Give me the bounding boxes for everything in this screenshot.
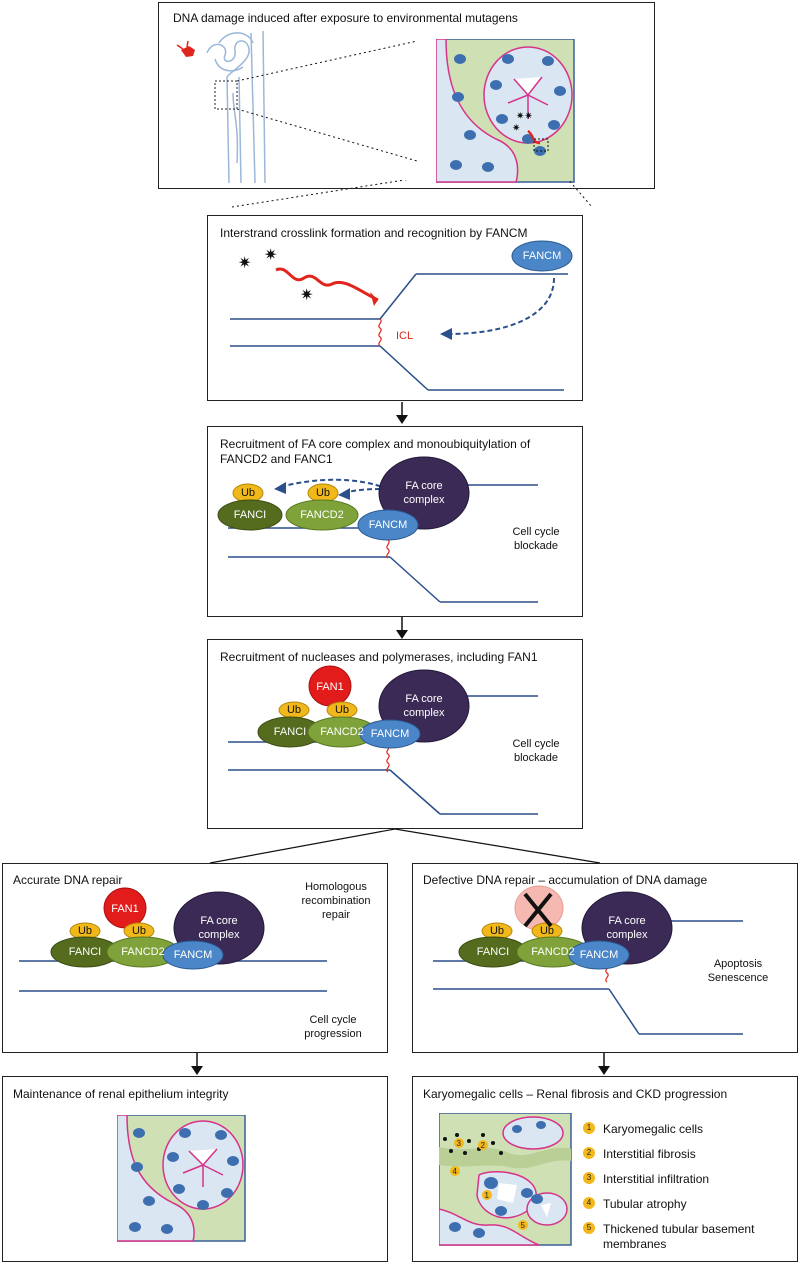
zoom-connector (231, 180, 593, 208)
legend-item-continued: membranes (603, 1237, 667, 1251)
svg-text:1: 1 (485, 1191, 490, 1200)
svg-text:2: 2 (481, 1141, 486, 1150)
fancd2-protein: FANCD2 (531, 946, 575, 958)
apoptosis-label: Apoptosis (713, 958, 763, 970)
panel-title-line1: Recruitment of FA core complex and monou… (220, 437, 531, 451)
hr-label-1: Homologous (305, 881, 367, 893)
cross-mark-icon (523, 892, 553, 928)
svg-text:4: 4 (453, 1167, 458, 1176)
cell-cycle-label: Cell cycle (512, 738, 560, 750)
panel-title-line2: FANCD2 and FANC1 (220, 452, 333, 466)
fan1-protein: FAN1 (316, 681, 344, 693)
svg-text:5: 5 (521, 1221, 526, 1230)
panel-title: DNA damage induced after exposure to env… (173, 11, 518, 25)
ub-label: Ub (131, 925, 147, 937)
panel-title: Recruitment of nucleases and polymerases… (220, 650, 538, 664)
icl-diagram: ✷ ✷ ✷ (230, 240, 573, 391)
fan1-protein: FAN1 (111, 903, 139, 915)
ub-label: Ub (489, 925, 505, 937)
hr-label-2: recombination (301, 895, 371, 907)
svg-text:✷: ✷ (300, 287, 313, 304)
fa-core-diagram-1 (217, 456, 538, 603)
svg-text:✷: ✷ (264, 247, 277, 264)
svg-text:✷: ✷ (512, 123, 520, 134)
icl-label: ICL (396, 330, 414, 342)
tubule-inset: ✷✷✷ (436, 39, 575, 183)
fa-core-label-1: FA core (405, 693, 443, 705)
fa-core-label-2: complex (606, 929, 648, 941)
panel-renal-fibrosis: Karyomegalic cells – Renal fibrosis and … (412, 1076, 798, 1262)
svg-text:✷: ✷ (238, 255, 251, 272)
arrow-1 (396, 402, 408, 424)
panel-accurate-repair: Accurate DNA repair FAN1 Ub Ub FANCI FAN… (2, 863, 388, 1053)
ub-label: Ub (240, 487, 256, 499)
fa-core-label-1: FA core (405, 480, 443, 492)
panel-title: Interstrand crosslink formation and reco… (220, 226, 528, 240)
fancd2-protein: FANCD2 (300, 509, 344, 521)
panel-icl-formation: Interstrand crosslink formation and reco… (207, 215, 583, 401)
panel-nuclease-recruitment: Recruitment of nucleases and polymerases… (207, 639, 583, 829)
progression-label: progression (304, 1028, 362, 1040)
arrow-2 (396, 617, 408, 639)
fancd2-protein: FANCD2 (320, 726, 364, 738)
panel-defective-repair: Defective DNA repair – accumulation of D… (412, 863, 798, 1053)
svg-text:3: 3 (457, 1139, 462, 1148)
fancm-protein: FANCM (368, 519, 408, 531)
fa-core-diagram-2 (228, 665, 538, 815)
branch-lines (209, 829, 601, 864)
panel-title: Defective DNA repair – accumulation of D… (423, 873, 708, 887)
senescence-label: Senescence (707, 972, 769, 984)
hr-label-3: repair (321, 909, 351, 921)
fibrotic-tubule-inset: 3 2 4 1 5 (439, 1113, 572, 1246)
fancm-protein: FANCM (522, 250, 562, 262)
healthy-tubule-inset (117, 1115, 246, 1242)
ub-label: Ub (77, 925, 93, 937)
ub-label: Ub (334, 704, 350, 716)
fanci-protein: FANCI (68, 946, 102, 958)
svg-text:✷✷: ✷✷ (516, 111, 533, 122)
arrow-left (191, 1053, 203, 1075)
fanci-protein: FANCI (273, 726, 307, 738)
fancd2-protein: FANCD2 (121, 946, 165, 958)
repair-diagram-accurate (19, 887, 327, 992)
blockade-label: blockade (513, 540, 559, 552)
fa-core-label-2: complex (403, 707, 445, 719)
ub-label: Ub (539, 925, 555, 937)
fancm-protein: FANCM (370, 728, 410, 740)
ub-label: Ub (315, 487, 331, 499)
toxin-icon (176, 40, 195, 57)
kidney-nephron-sketch (176, 30, 418, 184)
panel-title: Maintenance of renal epithelium integrit… (13, 1087, 229, 1101)
arrow-right (598, 1053, 610, 1075)
panel-fa-core-recruitment: Recruitment of FA core complex and monou… (207, 426, 583, 617)
fanci-protein: FANCI (476, 946, 510, 958)
fa-core-label-2: complex (198, 929, 240, 941)
panel-renal-integrity: Maintenance of renal epithelium integrit… (2, 1076, 388, 1262)
fanci-protein: FANCI (233, 509, 267, 521)
cell-cycle-label: Cell cycle (309, 1014, 357, 1026)
panel-mutagen-exposure: DNA damage induced after exposure to env… (158, 2, 655, 189)
fa-core-label-2: complex (403, 494, 445, 506)
panel-title: Accurate DNA repair (13, 873, 123, 887)
panel-title: Karyomegalic cells – Renal fibrosis and … (423, 1087, 728, 1101)
fa-core-label-1: FA core (200, 915, 238, 927)
blockade-label: blockade (513, 752, 559, 764)
fancm-protein: FANCM (579, 949, 619, 961)
repair-diagram-defective (433, 885, 743, 1035)
fa-core-label-1: FA core (608, 915, 646, 927)
fancm-protein: FANCM (173, 949, 213, 961)
cell-cycle-label: Cell cycle (512, 526, 560, 538)
ub-label: Ub (286, 704, 302, 716)
